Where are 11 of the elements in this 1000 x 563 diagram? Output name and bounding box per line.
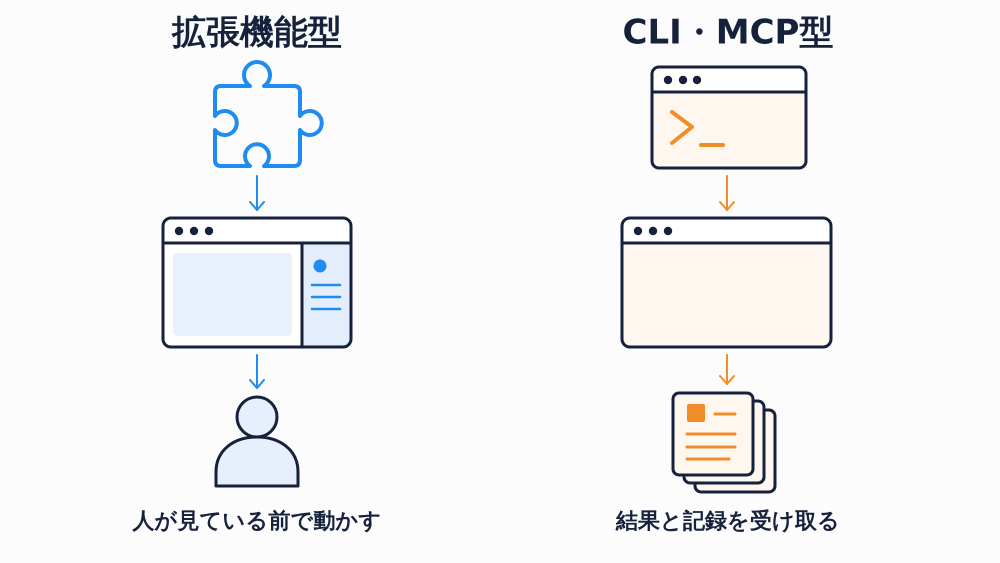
arrow bbox=[719, 354, 735, 385]
document-stack bbox=[670, 390, 778, 495]
node-label: 結果と記録を受け取る bbox=[616, 509, 840, 536]
person-icon bbox=[212, 394, 302, 490]
arrow bbox=[249, 354, 265, 389]
column-heading: CLI・MCP型 bbox=[622, 13, 834, 53]
node-label: 人が見ている前で動かす bbox=[132, 509, 382, 536]
arrow bbox=[249, 175, 265, 211]
column-heading: 拡張機能型 bbox=[172, 13, 342, 53]
puzzle-piece bbox=[212, 60, 324, 170]
arrow bbox=[719, 175, 735, 211]
